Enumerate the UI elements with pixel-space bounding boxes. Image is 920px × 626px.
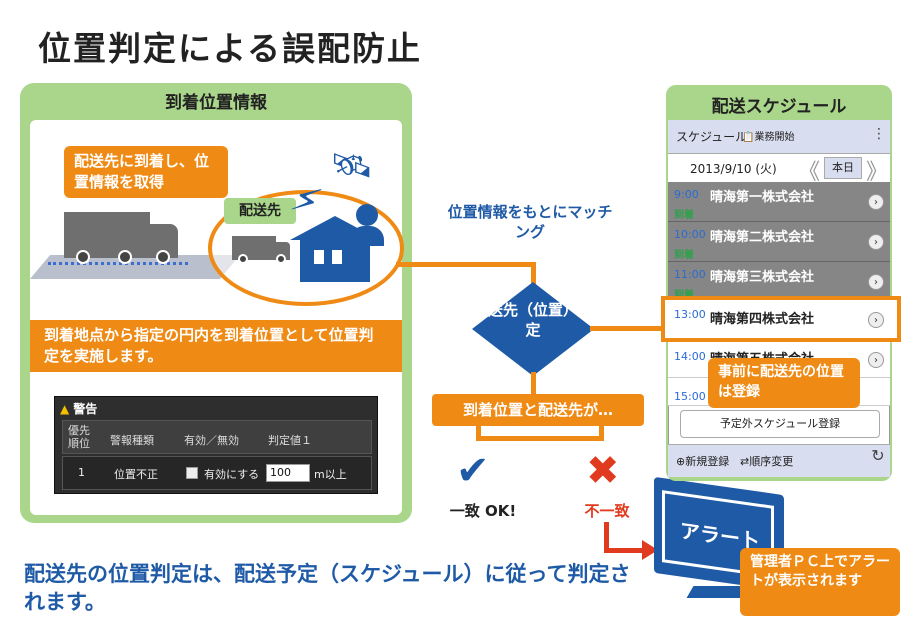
enable-checkbox[interactable] (186, 467, 198, 479)
refresh-icon[interactable]: ↻ (871, 446, 885, 465)
cross-icon: ✖ (586, 448, 620, 494)
judgment-description: 到着地点から指定の円内を到着位置として位置判定を実施します。 (30, 320, 402, 372)
schedule-status: 到着 (674, 210, 694, 221)
schedule-name: 晴海第二株式会社 (710, 230, 815, 245)
add-icon: ⊕ (676, 455, 686, 468)
phone-footer-bar (668, 444, 890, 477)
destination-label: 配送先 (224, 198, 296, 224)
new-register-button[interactable]: ⊕新規登録 (676, 453, 729, 469)
chevron-right-icon[interactable]: › (868, 274, 884, 290)
schedule-name: 晴海第一株式会社 (710, 190, 815, 205)
chevron-right-icon[interactable]: › (868, 194, 884, 210)
schedule-name: 晴海第五株式会社 (710, 348, 814, 358)
house-window-icon (332, 250, 342, 264)
alert-arrow (604, 522, 609, 552)
road-graphic (29, 255, 241, 279)
chevron-right-icon[interactable]: › (868, 352, 884, 368)
schedule-time: 9:00 (674, 188, 699, 201)
decision-label: 配送先（位置）判定 (472, 301, 593, 339)
flow-connector (396, 262, 534, 267)
clipboard-icon: 📋 (742, 132, 755, 143)
schedule-time: 13:00 (674, 308, 706, 321)
matching-label: 位置情報をもとにマッチング (447, 203, 613, 241)
alert-type-cell: 位置不正 (114, 468, 158, 481)
schedule-time: 14:00 (674, 350, 706, 363)
phone-action-bar (668, 120, 890, 154)
match-ok-label: 一致 OK! (449, 502, 517, 520)
alert-priority-cell: 1 (78, 466, 85, 479)
flow-connector (531, 262, 536, 292)
schedule-time: 15:00 (674, 390, 706, 403)
chevron-right-icon[interactable]: › (868, 312, 884, 328)
schedule-name: 晴海第四株式会社 (710, 312, 815, 327)
unscheduled-register-button[interactable]: 予定外スケジュール登録 (680, 410, 880, 438)
admin-alert-callout: 管理者ＰＣ上でアラートが表示されます (740, 548, 900, 616)
schedule-name: 晴海第三株式会社 (710, 270, 815, 285)
route-dotted-line (48, 262, 188, 265)
schedule-status: 到着 (674, 286, 694, 301)
reorder-button[interactable]: ⇄順序変更 (740, 453, 793, 469)
start-work-button[interactable]: 📋業務開始 (742, 128, 794, 143)
truck-wheel-icon (76, 250, 90, 264)
new-register-label: 新規登録 (685, 455, 730, 468)
truck-wheel-icon (118, 250, 132, 264)
mismatch-label: 不一致 (584, 502, 630, 520)
column-header-priority: 優先順位 (68, 424, 90, 450)
alert-dialog-title: ▲警告 (60, 400, 97, 417)
schedule-row-highlighted[interactable] (661, 296, 901, 342)
pre-register-callout: 事前に配送先の位置は登録 (708, 358, 860, 408)
column-header-type: 警報種類 (110, 434, 154, 447)
arrival-location-header: 到着位置情報 (165, 93, 267, 113)
start-work-label: 業務開始 (754, 132, 795, 143)
page-title: 位置判定による誤配防止 (38, 29, 423, 68)
check-icon: ✔ (456, 448, 490, 494)
comparison-label: 到着位置と配送先が… (432, 394, 644, 426)
arrival-callout: 配送先に到着し、位置情報を取得 (64, 146, 228, 198)
decision-diamond (472, 282, 594, 376)
schedule-header: 配送スケジュール (711, 97, 847, 117)
reorder-icon: ⇄ (740, 455, 750, 468)
summary-text: 配送先の位置判定は、配送予定（スケジュール）に従って判定されます。 (24, 562, 631, 614)
current-date: 2013/9/10 (火) (690, 162, 777, 176)
alert-title-text: 警告 (73, 402, 98, 416)
schedule-row[interactable] (668, 222, 890, 262)
column-header-enabled: 有効／無効 (184, 434, 239, 447)
alert-table-header (62, 420, 372, 454)
truck-wheel-icon (276, 254, 286, 264)
chevron-right-icon[interactable]: › (868, 234, 884, 250)
truck-wheel-icon (156, 250, 170, 264)
threshold-input[interactable]: 100 (266, 464, 310, 482)
alert-arrow (604, 548, 644, 553)
threshold-unit: m以上 (314, 468, 347, 481)
enable-checkbox-label: 有効にする (204, 468, 260, 481)
schedule-time: 10:00 (674, 228, 706, 241)
today-button[interactable]: 本日 (824, 157, 862, 179)
flow-connector (476, 436, 604, 441)
person-body-icon (350, 226, 384, 246)
schedule-row[interactable] (668, 182, 890, 222)
truck-icon (64, 212, 150, 258)
warning-icon: ▲ (60, 402, 70, 416)
more-menu-icon[interactable]: ⋮ (872, 126, 886, 142)
prev-day-button[interactable]: 《 (798, 160, 821, 185)
alert-table-row (62, 456, 372, 490)
flow-connector (590, 326, 662, 331)
next-day-button[interactable]: 》 (866, 160, 889, 185)
flow-connector (476, 426, 481, 440)
schedule-tab[interactable]: スケジュール (676, 130, 748, 144)
person-icon (356, 204, 378, 226)
column-header-threshold: 判定値１ (268, 434, 312, 447)
schedule-status: 到着 (674, 250, 694, 261)
flow-connector (531, 372, 536, 396)
reorder-label: 順序変更 (749, 455, 794, 468)
flow-connector (599, 426, 604, 440)
house-window-icon (314, 250, 324, 264)
schedule-time: 11:00 (674, 268, 706, 281)
satellite-icon: 🛰 (330, 146, 374, 186)
truck-wheel-icon (238, 254, 248, 264)
